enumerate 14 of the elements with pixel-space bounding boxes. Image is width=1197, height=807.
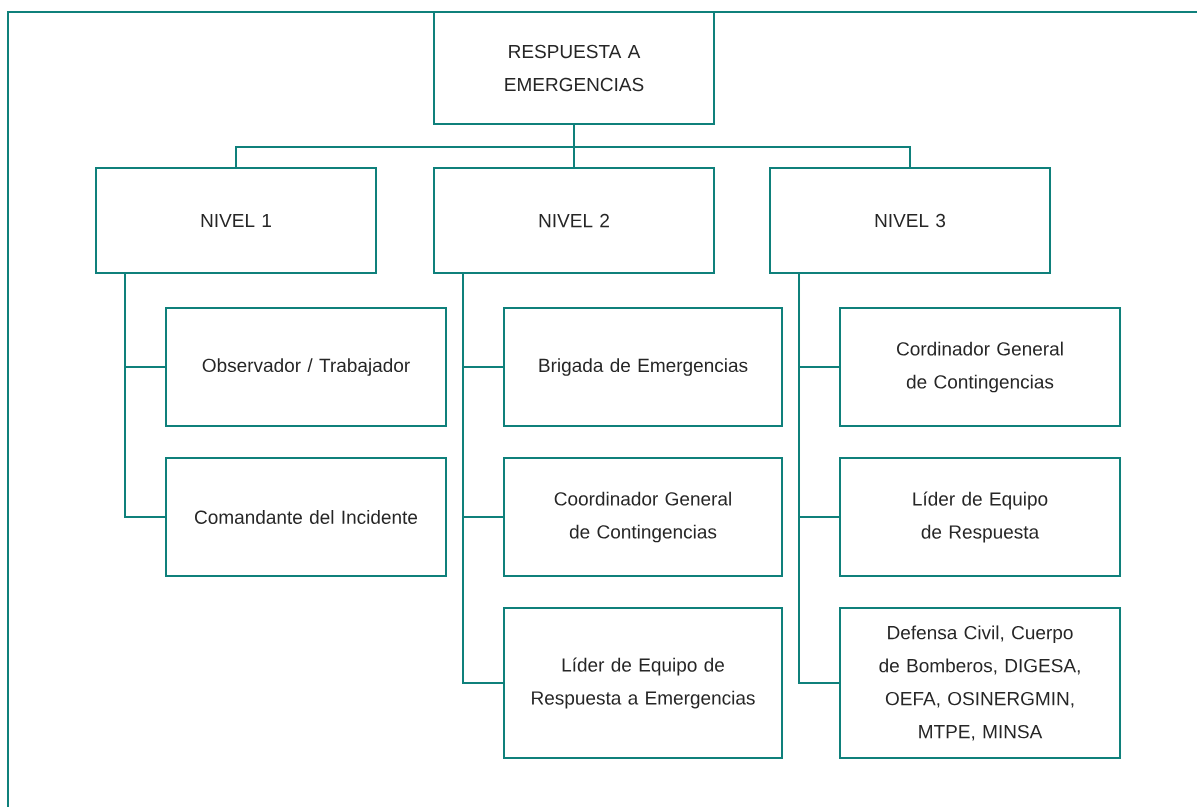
root-box: RESPUESTA A EMERGENCIAS (433, 11, 715, 125)
role-box: Coordinador General de Contingencias (503, 457, 783, 577)
level-box: NIVEL 3 (769, 167, 1051, 274)
role-box: Observador / Trabajador (165, 307, 447, 427)
role-box: Cordinador General de Contingencias (839, 307, 1121, 427)
level-box: NIVEL 1 (95, 167, 377, 274)
role-box: Defensa Civil, Cuerpo de Bomberos, DIGESA, OEFA, OSINERGMIN, MTPE, MINSA (839, 607, 1121, 759)
connector-line (573, 124, 911, 168)
level-box: NIVEL 2 (433, 167, 715, 274)
role-box: Brigada de Emergencias (503, 307, 783, 427)
role-box: Líder de Equipo de Respuesta a Emergencias (503, 607, 783, 759)
role-box: Líder de Equipo de Respuesta (839, 457, 1121, 577)
connector-line (124, 273, 166, 518)
role-box: Comandante del Incidente (165, 457, 447, 577)
